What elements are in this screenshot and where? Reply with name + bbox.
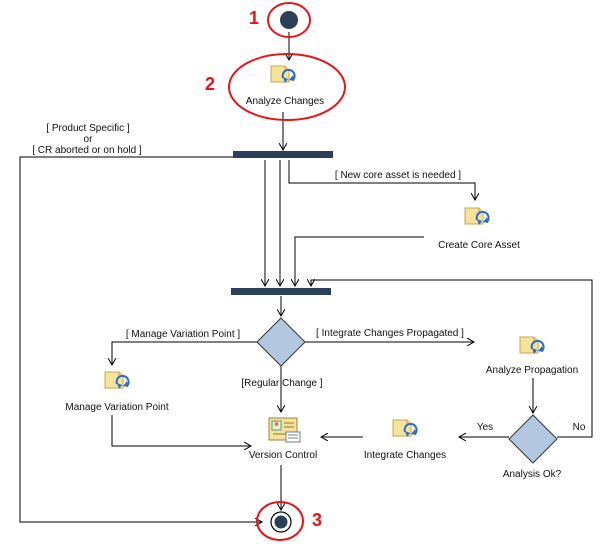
guard-labels: [ Product Specific ] or [ CR aborted or … <box>32 123 586 433</box>
analyze-propagation-label: Analyze Propagation <box>486 365 578 376</box>
callout-number-2: 2 <box>205 74 215 94</box>
edge-fork-to-create-core-asset <box>288 160 475 200</box>
guard-product-specific: [ Product Specific ] <box>46 123 130 134</box>
activity-icon <box>270 65 296 84</box>
create-core-asset-label: Create Core Asset <box>438 240 520 251</box>
initial-node[interactable] <box>280 11 298 29</box>
manage-variation-point-action[interactable]: Manage Variation Point <box>65 371 169 413</box>
callout-number-1: 1 <box>249 8 259 28</box>
guard-yes: Yes <box>477 422 493 433</box>
callout-ring-final <box>256 501 304 541</box>
analyze-propagation-action[interactable]: Analyze Propagation <box>486 336 578 376</box>
create-core-asset-action[interactable]: Create Core Asset <box>438 207 520 251</box>
join-bar[interactable] <box>231 288 331 295</box>
activity-icon <box>464 207 490 226</box>
guard-no: No <box>573 422 586 433</box>
guard-integrate-changes-propagated: [ Integrate Changes Propagated ] <box>316 328 464 339</box>
edge-manage-vp-to-version-control <box>111 415 251 446</box>
edges <box>19 32 593 522</box>
analyze-changes-label: Analyze Changes <box>246 96 324 107</box>
integrate-changes-action[interactable]: Integrate Changes <box>364 419 446 461</box>
variation-decision-node[interactable] <box>256 317 306 367</box>
guard-manage-variation-point: [ Manage Variation Point ] <box>126 329 241 340</box>
edge-fork-to-final-left <box>19 156 262 522</box>
fork-bar[interactable] <box>233 151 333 158</box>
version-control-action[interactable]: Version Control <box>249 417 317 461</box>
integrate-changes-label: Integrate Changes <box>364 450 446 461</box>
callout-number-3: 3 <box>312 510 322 530</box>
callout-annotations <box>228 2 346 541</box>
callout-ring-initial <box>267 2 311 38</box>
analyze-changes-action[interactable]: Analyze Changes <box>246 65 324 107</box>
activity-icon <box>392 419 418 438</box>
guard-regular-change: [Regular Change ] <box>241 378 322 389</box>
guard-or: or <box>84 134 94 145</box>
activity-icon <box>104 371 130 390</box>
analysis-ok-decision-node[interactable] <box>508 414 558 464</box>
version-control-icon <box>268 417 301 443</box>
edge-create-core-asset-to-join <box>295 236 424 286</box>
final-node[interactable] <box>270 511 292 533</box>
edge-analysis-ok-no-to-join <box>311 280 593 438</box>
manage-variation-point-label: Manage Variation Point <box>65 402 168 413</box>
analysis-ok-label: Analysis Ok? <box>503 469 562 480</box>
activity-icon <box>519 336 545 355</box>
callout-ring-analyze-changes <box>228 53 346 121</box>
guard-new-core-asset: [ New core asset is needed ] <box>335 170 461 181</box>
edge-decision-to-manage-vp <box>112 341 257 365</box>
version-control-label: Version Control <box>249 450 317 461</box>
guard-cr-aborted: [ CR aborted or on hold ] <box>32 145 142 156</box>
